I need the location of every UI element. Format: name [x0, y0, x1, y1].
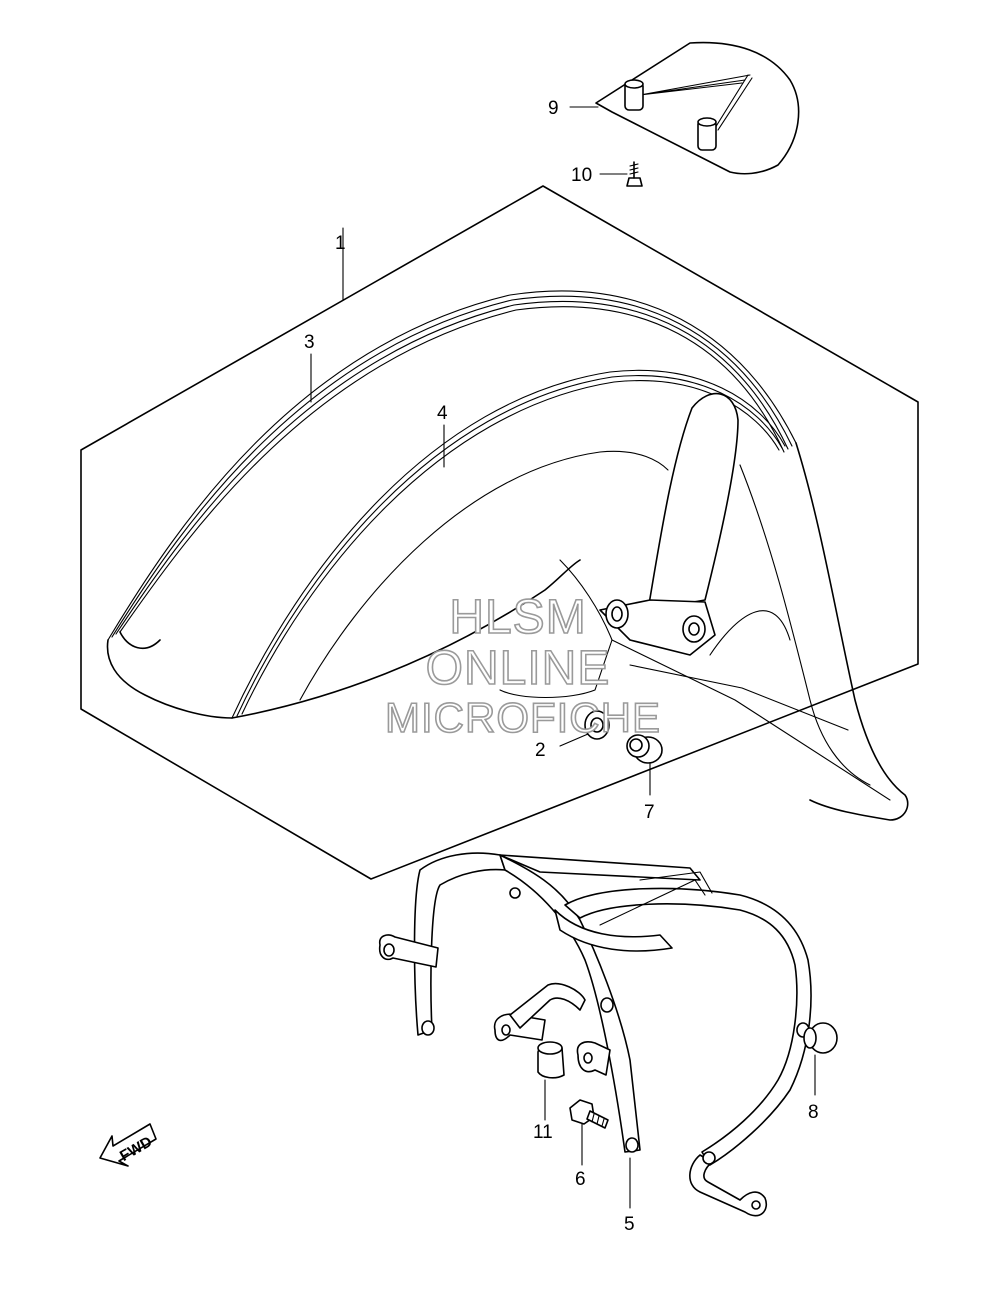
watermark-line-1: HLSM: [449, 591, 586, 644]
callout-5: 5: [624, 1214, 635, 1235]
callout-7: 7: [644, 802, 655, 823]
fwd-direction-arrow: FWD: [99, 1123, 157, 1167]
part-8-cap: [803, 1022, 838, 1054]
part-11-cushion: [537, 1041, 565, 1079]
callout-11: 11: [533, 1122, 553, 1143]
part-9-fender-cover: [595, 41, 800, 175]
watermark-line-3: MICROFICHE: [385, 694, 661, 741]
part-10-screw: [626, 161, 643, 187]
callout-10: 10: [571, 165, 592, 186]
callout-2: 2: [535, 740, 546, 761]
watermark-line-2: ONLINE: [426, 642, 611, 695]
callout-4: 4: [437, 403, 448, 424]
part-7-cushion: [626, 734, 663, 764]
part-5-fender-brace: [378, 852, 812, 1217]
assembly-outline-box: [80, 185, 919, 880]
watermark: HLSM ONLINE MICROFICHE: [384, 590, 661, 742]
callout-6: 6: [575, 1169, 586, 1190]
front-fender: [106, 290, 909, 821]
callout-8: 8: [808, 1102, 819, 1123]
part-6-bolt: [569, 1099, 609, 1129]
callout-1: 1: [335, 233, 346, 254]
callout-3: 3: [304, 332, 315, 353]
callout-9: 9: [548, 98, 559, 119]
part-2-grommet: [584, 710, 610, 740]
leader-2: [559, 733, 589, 747]
